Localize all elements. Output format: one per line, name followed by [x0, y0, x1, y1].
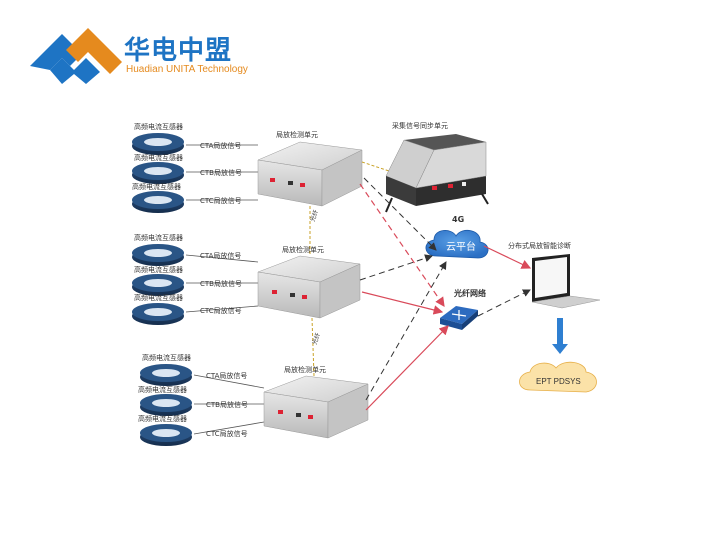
- fiber-network-label: 光纤网络: [453, 288, 486, 298]
- system-label: EPT PDSYS: [536, 377, 581, 386]
- ct-sensor-ring: [132, 191, 184, 213]
- sensor-label: 高频电流互感器: [134, 293, 183, 302]
- company-logo: 华电中盟 Huadian UNITA Technology: [30, 24, 250, 84]
- ct-sensor-ring: [132, 133, 184, 155]
- ct-sensor-ring: [140, 364, 192, 386]
- sensor-label: 高频电流互感器: [142, 353, 191, 362]
- company-name-cn: 华电中盟: [124, 36, 233, 66]
- signal-label: CTC局放信号: [206, 429, 248, 438]
- signal-label: CTA局放信号: [200, 251, 241, 260]
- ct-sensor-ring: [140, 394, 192, 416]
- sensor-label: 高频电流互感器: [138, 414, 187, 423]
- detector-unit-2: 局放检测单元: [257, 245, 361, 319]
- detector-label: 局放检测单元: [282, 245, 324, 254]
- detector-unit-1: 局放检测单元: [257, 130, 363, 207]
- signal-label: CTA局放信号: [206, 371, 247, 380]
- router-icon: 光纤网络: [440, 288, 486, 330]
- laptop-icon: 分布式局放智能诊断: [508, 241, 601, 309]
- analysis-label: 分布式局放智能诊断: [508, 241, 571, 250]
- detector-label: 局放检测单元: [284, 365, 326, 374]
- fiber-link-lines: 光纤 光纤: [308, 161, 393, 377]
- signal-label: CTB局放信号: [200, 279, 242, 288]
- logo-mountain-icon: [30, 28, 122, 84]
- sensor-label: 高频电流互感器: [138, 385, 187, 394]
- signal-label: CTB局放信号: [200, 168, 242, 177]
- ct-sensor-ring: [140, 424, 192, 446]
- sensor-label: 高频电流互感器: [134, 265, 183, 274]
- sensor-group-3: 高频电流互感器 高频电流互感器 高频电流互感器 CTA局放信号 CTB局放信号 …: [138, 353, 265, 446]
- detector-unit-3: 局放检测单元: [263, 365, 369, 439]
- network-4g-label: 4G: [452, 215, 464, 224]
- sync-unit: 采集信号同步单元 4G: [385, 121, 489, 224]
- connection-arrows: [359, 177, 532, 411]
- signal-label: CTA局放信号: [200, 141, 241, 150]
- sensor-label: 高频电流互感器: [134, 122, 183, 131]
- fiber-link-label: 光纤: [310, 332, 322, 346]
- ct-sensor-ring: [132, 303, 184, 325]
- sensor-group-2: 高频电流互感器 高频电流互感器 高频电流互感器 CTA局放信号 CTB局放信号 …: [132, 233, 259, 325]
- company-name-en: Huadian UNITA Technology: [126, 64, 248, 75]
- ct-sensor-ring: [132, 162, 184, 184]
- ct-sensor-ring: [132, 244, 184, 266]
- pdsys-cloud-icon: EPT PDSYS: [519, 361, 597, 393]
- signal-label: CTC局放信号: [200, 306, 242, 315]
- sensor-label: 高频电流互感器: [134, 153, 183, 162]
- signal-label: CTC局放信号: [200, 196, 242, 205]
- sensor-label: 高频电流互感器: [134, 233, 183, 242]
- detector-label: 局放检测单元: [276, 130, 318, 139]
- down-arrow-icon: [552, 318, 568, 354]
- cloud-platform-icon: 云平台: [425, 229, 489, 259]
- signal-label: CTB局放信号: [206, 400, 248, 409]
- cloud-label: 云平台: [446, 240, 476, 253]
- sensor-group-1: 高频电流互感器 高频电流互感器 高频电流互感器 CTA局放信号 CTB局放信号 …: [132, 122, 258, 213]
- sync-unit-label: 采集信号同步单元: [392, 121, 448, 130]
- fiber-link-label: 光纤: [308, 209, 320, 223]
- ct-sensor-ring: [132, 274, 184, 296]
- sensor-label: 高频电流互感器: [132, 182, 181, 191]
